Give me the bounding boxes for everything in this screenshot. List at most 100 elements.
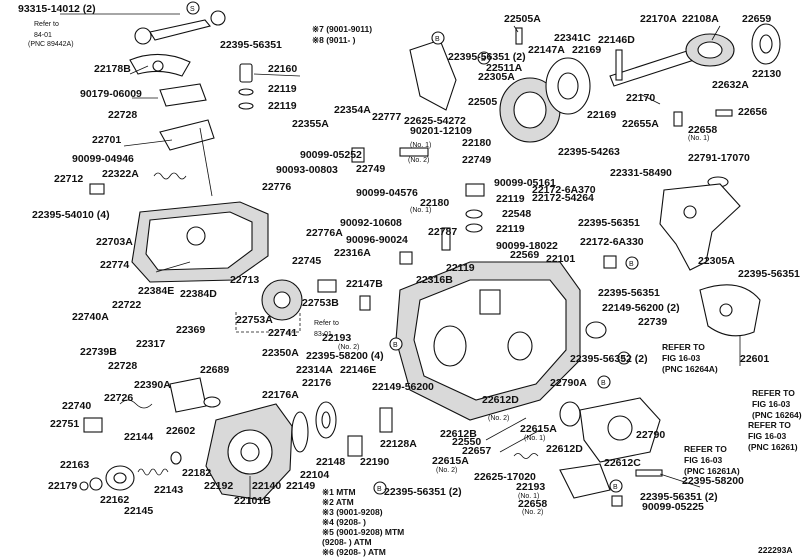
part-number-callout: 22130 — [752, 68, 781, 80]
figure-reference-line: FIG 16-03 — [684, 455, 723, 465]
part-number-callout: 22170 — [626, 92, 655, 104]
part-number-callout: 22119 — [496, 223, 525, 235]
part-number-callout: 22180 — [420, 197, 449, 209]
part-number-callout: 90096-90024 — [346, 234, 408, 246]
marker-b: B — [393, 342, 398, 349]
part-number-callout: 22193 — [322, 332, 351, 344]
marker-b: B — [377, 486, 382, 493]
part-number-callout: 22550 — [452, 436, 481, 448]
part-number-callout: 22192 — [204, 480, 233, 492]
part-number-callout: 22395-54010 (4) — [32, 209, 110, 221]
part-number-callout: 22170A — [640, 13, 677, 25]
part-number-callout: 90099-05252 — [300, 149, 362, 161]
part-number-callout: 22745 — [292, 255, 321, 267]
part-number-callout: 22119 — [446, 262, 475, 274]
part-number-callout: 22395-56352 (2) — [570, 353, 648, 365]
position-tag: (PNC 89442A) — [28, 41, 74, 48]
part-number-callout: 22179 — [48, 480, 77, 492]
part-number-callouts: 93315-14012 (2)22395-563512216022178B901… — [18, 3, 800, 517]
part-number-callout: 22569 — [510, 249, 539, 261]
part-number-callout: 22384E — [138, 285, 174, 297]
part-number-callout: 22193 — [516, 481, 545, 493]
part-number-callout: 22178B — [94, 63, 131, 75]
part-number-callout: 22384D — [180, 288, 217, 300]
legend-bottom-line: ※5 (9001-9208) MTM — [322, 527, 404, 537]
feed-pump-cover — [205, 401, 337, 501]
position-tag: (No. 1) — [524, 435, 545, 442]
part-number-callout: 90093-00803 — [276, 164, 338, 176]
timer-piston — [485, 397, 663, 507]
small-pins-right — [673, 109, 733, 188]
part-number-callout: 22148 — [316, 456, 345, 468]
legend-bottom-line: ※4 (9208- ) — [322, 517, 366, 527]
part-number-callout: 22655A — [622, 118, 659, 130]
marker-s: S — [190, 6, 195, 13]
part-number-callout: 22395-56351 — [738, 268, 800, 280]
part-number-callout: 22612C — [604, 457, 641, 469]
figure-reference-line: REFER TO — [684, 444, 727, 454]
legend-top-line: ※8 (9011- ) — [312, 35, 356, 45]
part-number-callout: 22146D — [598, 34, 635, 46]
part-number-callout: 22701 — [92, 134, 121, 146]
part-number-callout: 22163 — [60, 459, 89, 471]
part-number-callout: 22505A — [504, 13, 541, 25]
legend-bottom-line: ※2 ATM — [322, 497, 354, 507]
part-number-callout: 22602 — [166, 425, 195, 437]
part-number-callout: 93315-14012 (2) — [18, 3, 96, 15]
part-number-callout: 22740A — [72, 311, 109, 323]
part-number-callout: 90201-12109 — [410, 125, 472, 137]
part-number-callout: 90099-04946 — [72, 153, 134, 165]
part-number-callout: 22615A — [520, 423, 557, 435]
part-number-callout: 22119 — [268, 83, 297, 95]
part-number-callout: 22395-56351 (2) — [448, 51, 526, 63]
figure-reference-line: (PNC 16261A) — [684, 466, 740, 476]
part-number-callout: 22511A — [486, 62, 523, 74]
part-number-callout: 22790A — [550, 377, 587, 389]
diagram-code: 222293A — [758, 545, 793, 555]
part-number-callout: 22149-56200 — [372, 381, 434, 393]
part-number-callout: 22395-58200 (4) — [306, 350, 384, 362]
spring-left-lower — [79, 451, 182, 491]
part-number-callout: 22101 — [546, 253, 575, 265]
part-number-callout: 22612D — [546, 443, 583, 455]
part-number-callout: 22774 — [100, 259, 129, 271]
part-number-callout: 22369 — [176, 324, 205, 336]
part-number-callout: 22172-54264 — [532, 192, 594, 204]
part-number-callout: 22548 — [502, 208, 531, 220]
legend-bottom-line: ※3 (9001-9208) — [322, 507, 383, 517]
part-number-callout: 22341C — [554, 32, 591, 44]
part-number-callout: 22322A — [102, 168, 139, 180]
part-number-callout: 22314A — [296, 364, 333, 376]
part-number-callout: 22740 — [62, 400, 91, 412]
part-number-callout: 22149-56200 (2) — [602, 302, 680, 314]
part-number-callout: 22657 — [462, 445, 491, 457]
figure-reference-line: FIG 16-03 — [752, 399, 791, 409]
leader-lines — [60, 13, 741, 504]
part-number-callout: 22689 — [200, 364, 229, 376]
part-number-callout: 22316B — [416, 274, 453, 286]
legend-bottom-line: ※1 MTM — [322, 487, 356, 497]
part-number-callout: 90099-05161 — [494, 177, 556, 189]
position-tag: (No. 2) — [408, 157, 429, 164]
part-number-callout: 22612B — [440, 428, 477, 440]
part-number-callout: 22305A — [698, 255, 735, 267]
markers — [186, 1, 639, 495]
part-number-callout: 22104 — [300, 469, 329, 481]
part-number-callout: 22395-54263 — [558, 146, 620, 158]
part-number-callout: 90099-18022 — [496, 240, 558, 252]
part-number-callout: 22182 — [182, 467, 211, 479]
part-number-callout: 22505 — [468, 96, 497, 108]
spring-and-bolts-left — [89, 63, 254, 195]
position-tag: (No. 2) — [436, 467, 457, 474]
governor-cover — [131, 119, 269, 283]
figure-reference-line: (PNC 16264A) — [662, 364, 718, 374]
marker-b: B — [481, 56, 486, 63]
part-number-callout: 22739 — [638, 316, 667, 328]
figure-reference-line: 83-01 — [314, 331, 332, 338]
part-number-callout: 22169 — [587, 109, 616, 121]
part-number-callout: 22749 — [462, 154, 491, 166]
part-number-callout: 22712 — [54, 173, 83, 185]
part-number-callout: 22143 — [154, 484, 183, 496]
figure-reference-line: (PNC 16264) — [752, 410, 802, 420]
